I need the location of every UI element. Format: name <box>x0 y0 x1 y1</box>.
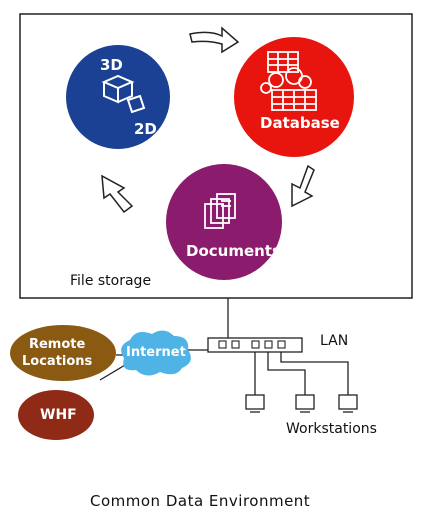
internet-cloud <box>121 330 191 376</box>
arrow-doc-to-cad-icon <box>101 174 134 214</box>
cube-icon <box>101 74 146 114</box>
switch-ports <box>218 340 286 349</box>
documents-circle <box>166 164 282 280</box>
label-internet: Internet <box>126 345 186 360</box>
label-2d: 2D <box>134 120 157 138</box>
remote-ellipse <box>10 325 116 381</box>
network-links <box>99 298 349 395</box>
caption: Common Data Environment <box>90 492 311 510</box>
workstation-icons <box>245 394 358 413</box>
label-lan: LAN <box>320 333 349 349</box>
label-workstations: Workstations <box>286 421 377 437</box>
label-whf: WHF <box>40 407 77 423</box>
label-remote-locations: Remote Locations <box>22 337 93 369</box>
label-documents: Documents <box>186 242 281 260</box>
database-icon <box>260 51 317 111</box>
label-3d: 3D <box>100 56 123 74</box>
whf-ellipse <box>18 390 94 440</box>
arrow-db-to-doc-icon <box>291 164 315 208</box>
documents-icon <box>204 193 236 229</box>
file-storage-frame <box>19 13 413 299</box>
lan-switch <box>207 337 303 353</box>
label-file-storage: File storage <box>70 273 152 289</box>
arrow-cad-to-db-icon <box>189 26 240 54</box>
label-database: Database <box>260 114 340 132</box>
